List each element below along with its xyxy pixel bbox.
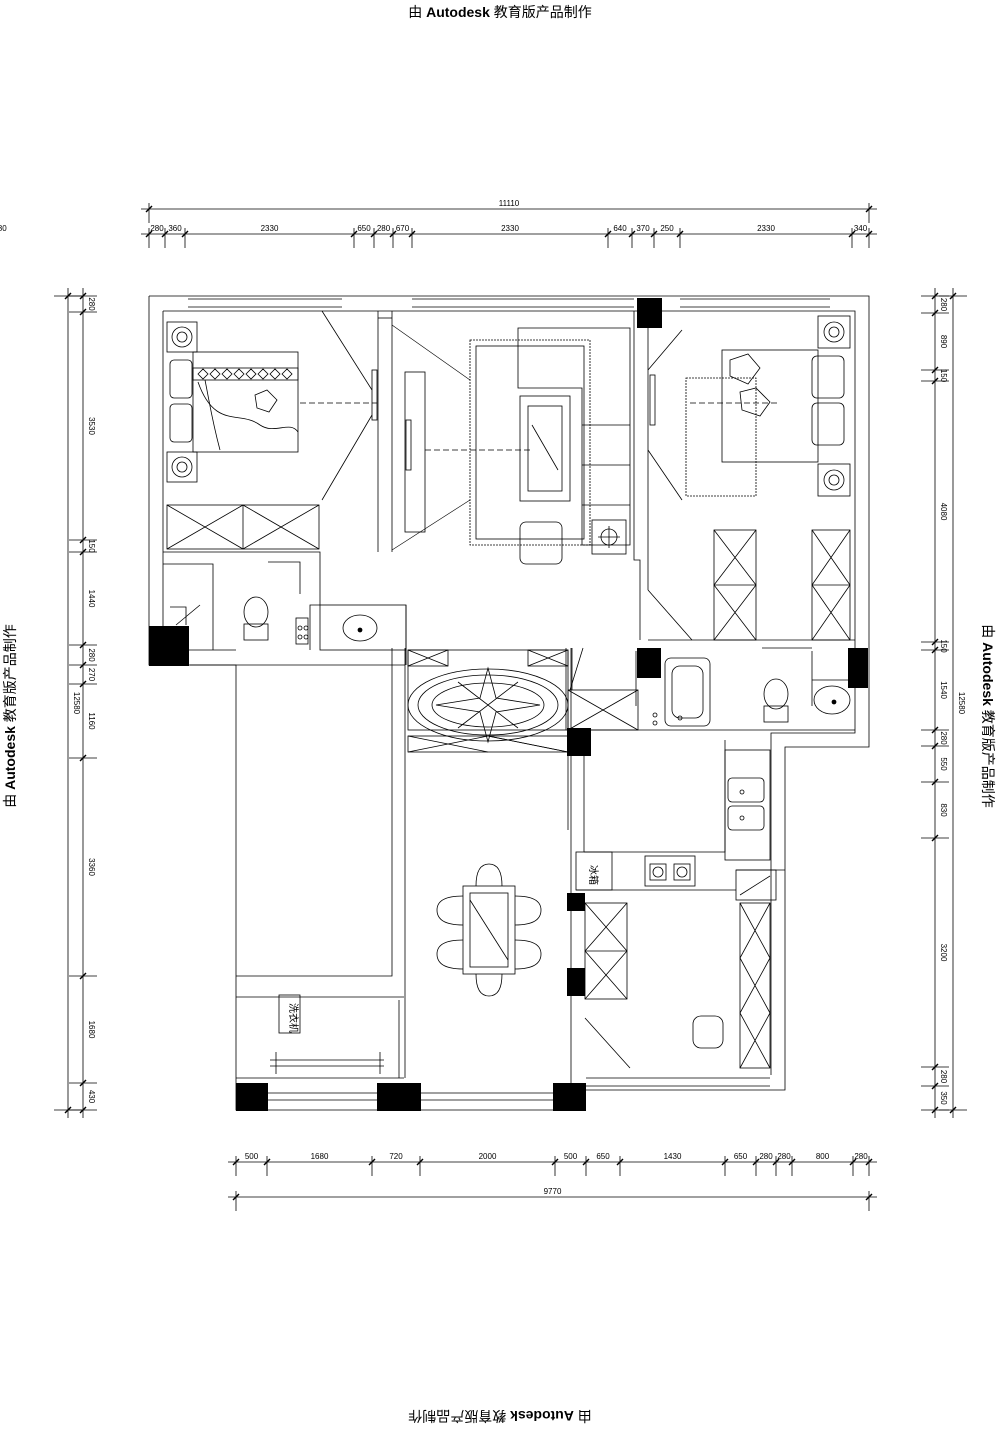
- balcony: [270, 994, 400, 1078]
- dim-right-segment: 350: [939, 1091, 948, 1105]
- dim-left-segment: 3360: [87, 858, 96, 876]
- dim-bottom-segment: 800: [816, 1152, 830, 1161]
- dim-bottom-segment: 280: [777, 1152, 791, 1161]
- bathroom-left: [170, 561, 407, 651]
- sink: [813, 685, 851, 715]
- side-table: [591, 519, 627, 555]
- dim-right-segment: 890: [939, 335, 948, 349]
- dim-bottom-total: 9770: [544, 1187, 562, 1196]
- dim-left-segment: 430: [87, 1090, 96, 1104]
- fridge: [575, 851, 613, 891]
- watermark-top: 由 Autodesk 教育版产品制作: [408, 4, 592, 20]
- dim-bottom-segment: 1430: [664, 1152, 682, 1161]
- dim-top-segment: 370: [636, 224, 650, 233]
- dim-left-segment: 270: [87, 668, 96, 682]
- armchair: [519, 521, 563, 565]
- dim-left-segment: 3530: [87, 417, 96, 435]
- dim-bottom-segment: 2000: [479, 1152, 497, 1161]
- sofa: [517, 327, 631, 546]
- washer-label: 洗衣机: [287, 1003, 300, 1033]
- dim-top-segment: 250: [660, 224, 674, 233]
- dim-top-total: 11110: [499, 199, 520, 208]
- dim-right-segment: 150: [939, 369, 948, 383]
- kitchen: [567, 749, 777, 901]
- dim-top-segment: 360: [168, 224, 182, 233]
- dim-left-segment: 280: [87, 648, 96, 662]
- dim-right-segment: 3200: [939, 944, 948, 962]
- walls: [148, 295, 870, 1111]
- dim-left-segment: 1160: [87, 712, 96, 730]
- dim-right-segment: 280: [939, 298, 948, 312]
- dim-left-total: 12580: [72, 692, 81, 715]
- washer: [278, 994, 301, 1034]
- dim-right-segment: 280: [939, 1070, 948, 1084]
- dim-right-segment: 550: [939, 757, 948, 771]
- dim-left-segment: 280: [87, 297, 96, 311]
- dim-top-segment: 670: [396, 224, 410, 233]
- toilet: [763, 678, 789, 710]
- foyer: [407, 647, 639, 753]
- dim-top-segment: 2330: [261, 224, 279, 233]
- coffee-table: [519, 395, 571, 502]
- dim-top-segment: 2330: [757, 224, 775, 233]
- dim-left-segment: 150: [87, 539, 96, 553]
- dim-bottom-segment: 280: [854, 1152, 868, 1161]
- living-room: [391, 324, 631, 565]
- dim-top-segment: 650: [357, 224, 371, 233]
- nightstand: [166, 321, 198, 353]
- dim-right-segment: 1540: [939, 681, 948, 699]
- dim-bottom-segment: 720: [389, 1152, 403, 1161]
- double-bed: [721, 349, 819, 463]
- chair: [692, 1015, 724, 1049]
- dim-right-segment: 4080: [939, 503, 948, 521]
- rug: [685, 377, 757, 497]
- dimension-lines: 11110 280 360 2330 650 280 670 2330 640 370 250 233…: [0, 199, 967, 1211]
- bathroom-right: [652, 657, 851, 727]
- dim-top-segment: 280: [150, 224, 164, 233]
- dim-right-total: 12580: [957, 692, 966, 715]
- dim-top-segment: 640: [613, 224, 627, 233]
- fridge-label: 冰箱: [587, 865, 600, 885]
- bathtub: [664, 657, 711, 727]
- dim-top-segment: 2330: [501, 224, 519, 233]
- bedroom-left: [166, 310, 378, 550]
- dim-bottom-segment: 1680: [311, 1152, 329, 1161]
- dining-room: [436, 863, 542, 997]
- dim-top-segment: 280: [0, 224, 7, 233]
- structural-columns: [149, 298, 868, 1111]
- dim-right-segment: 830: [939, 803, 948, 817]
- dim-bottom-segment: 280: [759, 1152, 773, 1161]
- toilet: [243, 596, 269, 628]
- dim-bottom-segment: 650: [596, 1152, 610, 1161]
- dim-bottom-segment: 500: [245, 1152, 259, 1161]
- tv-cabinet: [404, 371, 426, 533]
- bedroom-right: [647, 315, 851, 649]
- study-room: [584, 902, 771, 1069]
- nightstand: [817, 463, 851, 497]
- nightstand: [166, 451, 198, 483]
- rug: [469, 339, 591, 546]
- dim-top-segment: 280: [377, 224, 391, 233]
- nightstand: [817, 315, 851, 349]
- dining-table: [462, 885, 516, 975]
- dim-top-segment: 340: [854, 224, 868, 233]
- dim-left-segment: 1680: [87, 1021, 96, 1039]
- dim-left-segment: 1440: [87, 590, 96, 608]
- dim-right-segment: 280: [939, 731, 948, 745]
- sink: [342, 614, 378, 642]
- dim-bottom-segment: 500: [564, 1152, 578, 1161]
- dim-right-segment: 150: [939, 639, 948, 653]
- dim-bottom-segment: 650: [734, 1152, 748, 1161]
- double-bed: [192, 351, 299, 453]
